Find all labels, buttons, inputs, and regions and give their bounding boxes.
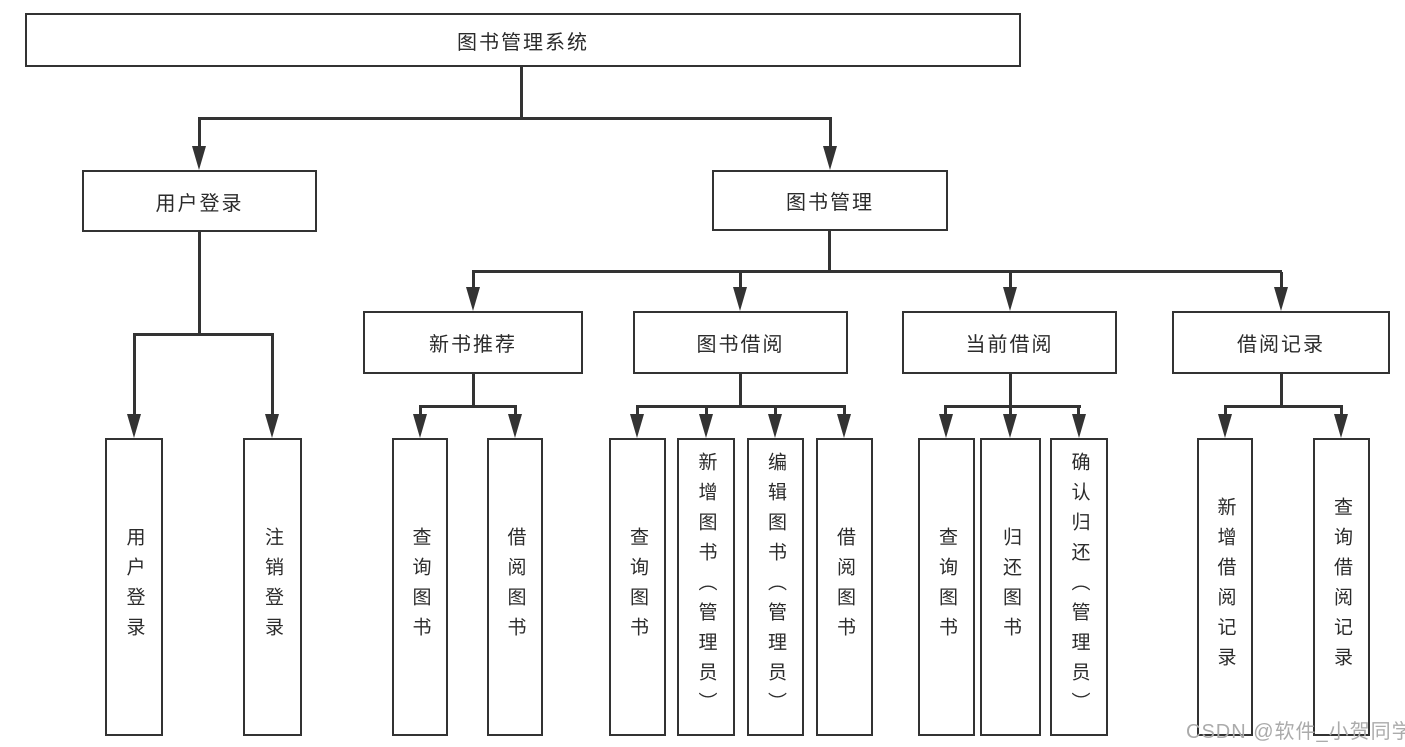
- leaf-add-borrowing-record: 新增借阅记录: [1197, 438, 1253, 736]
- node-label: 当前借阅: [965, 334, 1054, 356]
- arrowhead-icon: [837, 414, 851, 438]
- connector-line: [1280, 272, 1283, 289]
- node-label: 确认归还（管理员）: [1068, 452, 1090, 722]
- connector-line: [739, 272, 742, 289]
- connector-line: [472, 372, 475, 407]
- node-borrowing-records: 借阅记录: [1172, 311, 1390, 374]
- connector-line: [1224, 405, 1343, 408]
- node-label: 注销登录: [262, 527, 283, 647]
- connector-line: [1009, 272, 1012, 289]
- arrowhead-icon: [699, 414, 713, 438]
- connector-line: [843, 406, 846, 418]
- connector-line: [514, 406, 517, 418]
- connector-line: [520, 67, 523, 120]
- connector-line: [419, 405, 517, 408]
- leaf-borrow-books-recommendation: 借阅图书: [487, 438, 543, 736]
- arrowhead-icon: [127, 414, 141, 438]
- arrowhead-icon: [1003, 414, 1017, 438]
- arrowhead-icon: [265, 414, 279, 438]
- connector-line: [133, 334, 136, 416]
- node-library-management-system: 图书管理系统: [25, 13, 1021, 67]
- arrowhead-icon: [1218, 414, 1232, 438]
- leaf-query-books-current: 查询图书: [918, 438, 975, 736]
- leaf-borrow-books: 借阅图书: [816, 438, 873, 736]
- connector-line: [419, 406, 422, 418]
- connector-line: [828, 231, 831, 272]
- node-label: 借阅图书: [504, 527, 526, 647]
- connector-line: [271, 334, 274, 416]
- arrowhead-icon: [768, 414, 782, 438]
- leaf-return-books: 归还图书: [980, 438, 1041, 736]
- arrowhead-icon: [1334, 414, 1348, 438]
- arrowhead-icon: [823, 146, 837, 170]
- connector-line: [198, 231, 201, 335]
- connector-line: [636, 406, 639, 418]
- node-label: 编辑图书（管理员）: [765, 452, 786, 722]
- connector-line: [944, 406, 947, 418]
- leaf-query-borrowing-record: 查询借阅记录: [1313, 438, 1370, 736]
- connector-line: [829, 118, 832, 148]
- connector-line: [133, 333, 274, 336]
- connector-line: [1340, 406, 1343, 418]
- node-label: 图书借阅: [696, 334, 785, 356]
- leaf-query-books-recommendation: 查询图书: [392, 438, 448, 736]
- connector-line: [705, 406, 708, 418]
- connector-line: [1280, 372, 1283, 407]
- node-user-login: 用户登录: [82, 170, 317, 232]
- arrowhead-icon: [1003, 287, 1017, 311]
- node-book-borrowing: 图书借阅: [633, 311, 848, 374]
- node-current-borrowing: 当前借阅: [902, 311, 1117, 374]
- connector-line: [198, 118, 201, 148]
- node-label: 图书管理: [786, 192, 874, 214]
- node-label: 图书管理系统: [457, 31, 589, 54]
- arrowhead-icon: [192, 146, 206, 170]
- connector-line: [1009, 372, 1012, 407]
- node-label: 借阅记录: [1237, 334, 1325, 356]
- connector-line: [774, 406, 777, 418]
- leaf-add-books-admin: 新增图书（管理员）: [677, 438, 735, 736]
- connector-line: [636, 405, 846, 408]
- node-book-management: 图书管理: [712, 170, 948, 231]
- arrowhead-icon: [1072, 414, 1086, 438]
- arrowhead-icon: [630, 414, 644, 438]
- leaf-user-login: 用户登录: [105, 438, 163, 736]
- node-label: 用户登录: [155, 192, 244, 215]
- connector-line: [1077, 406, 1080, 418]
- connector-line: [739, 372, 742, 407]
- node-label: 用户登录: [123, 527, 145, 647]
- leaf-logout: 注销登录: [243, 438, 302, 736]
- node-label: 借阅图书: [834, 527, 855, 647]
- leaf-query-books-borrowing: 查询图书: [609, 438, 666, 736]
- connector-line: [198, 117, 832, 120]
- node-label: 查询图书: [936, 527, 957, 647]
- node-new-book-recommendation: 新书推荐: [363, 311, 583, 374]
- connector-line: [472, 272, 475, 289]
- leaf-edit-books-admin: 编辑图书（管理员）: [747, 438, 804, 736]
- node-label: 查询图书: [409, 527, 431, 647]
- node-label: 新增图书（管理员）: [695, 452, 717, 722]
- arrowhead-icon: [939, 414, 953, 438]
- csdn-watermark: CSDN @软件_小贺同学: [1186, 721, 1405, 743]
- leaf-confirm-return-admin: 确认归还（管理员）: [1050, 438, 1108, 736]
- connector-line: [472, 270, 1282, 273]
- arrowhead-icon: [733, 287, 747, 311]
- arrowhead-icon: [466, 287, 480, 311]
- node-label: 新增借阅记录: [1214, 497, 1236, 677]
- arrowhead-icon: [508, 414, 522, 438]
- node-label: 新书推荐: [429, 334, 517, 356]
- connector-line: [944, 405, 1081, 408]
- node-label: 归还图书: [1000, 527, 1021, 647]
- connector-line: [1009, 406, 1012, 418]
- connector-line: [1224, 406, 1227, 418]
- arrowhead-icon: [1274, 287, 1288, 311]
- arrowhead-icon: [413, 414, 427, 438]
- node-label: 查询借阅记录: [1331, 497, 1352, 677]
- node-label: 查询图书: [627, 527, 648, 647]
